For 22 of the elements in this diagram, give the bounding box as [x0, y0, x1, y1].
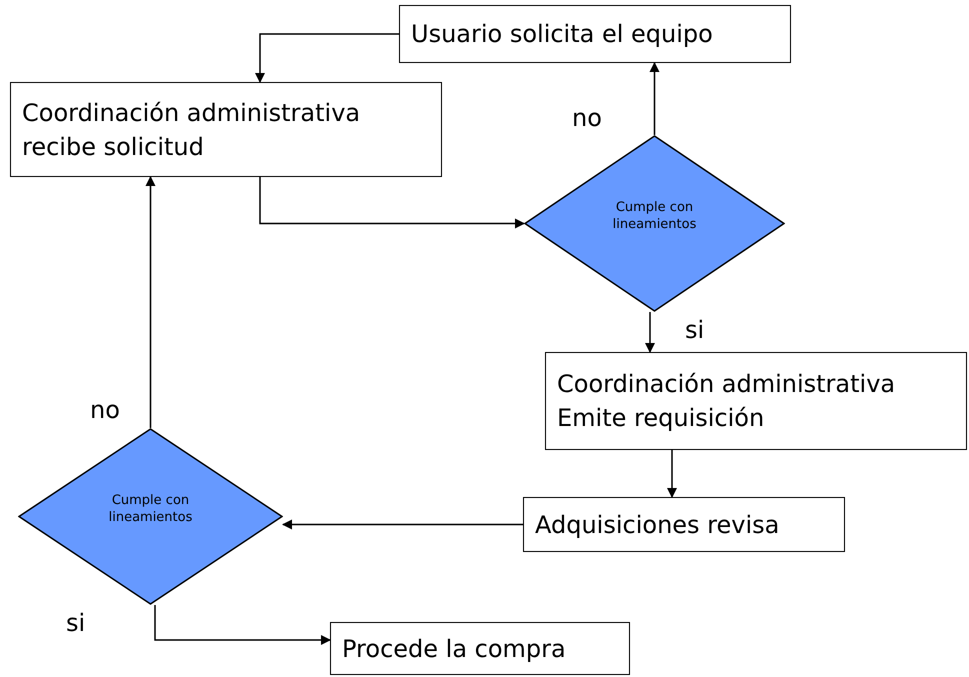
arrow [667, 450, 677, 498]
arrow [282, 520, 523, 530]
decision-diamond [524, 135, 785, 312]
arrow [645, 312, 655, 353]
process-text: Adquisiciones revisa [535, 510, 780, 540]
arrow [154, 605, 331, 645]
process-text: Procede la compra [342, 634, 567, 664]
process-box [10, 82, 442, 177]
decision-text: Cumple con lineamientos [108, 492, 194, 526]
process-box [523, 497, 845, 552]
process-text: Coordinación administrativa Emite requisición [557, 369, 896, 434]
process-box [330, 622, 630, 675]
arrow [650, 62, 660, 135]
process-text: Coordinación administrativa recibe solicitud [22, 98, 362, 162]
process-box [545, 352, 967, 450]
decision-text: Cumple con lineamientos [612, 198, 698, 232]
arrow [259, 177, 525, 228]
process-text: Usuario solicita el equipo [411, 19, 714, 50]
process-box [399, 5, 791, 63]
arrow [146, 176, 156, 428]
decision-diamond [18, 428, 283, 605]
arrow [255, 33, 399, 83]
